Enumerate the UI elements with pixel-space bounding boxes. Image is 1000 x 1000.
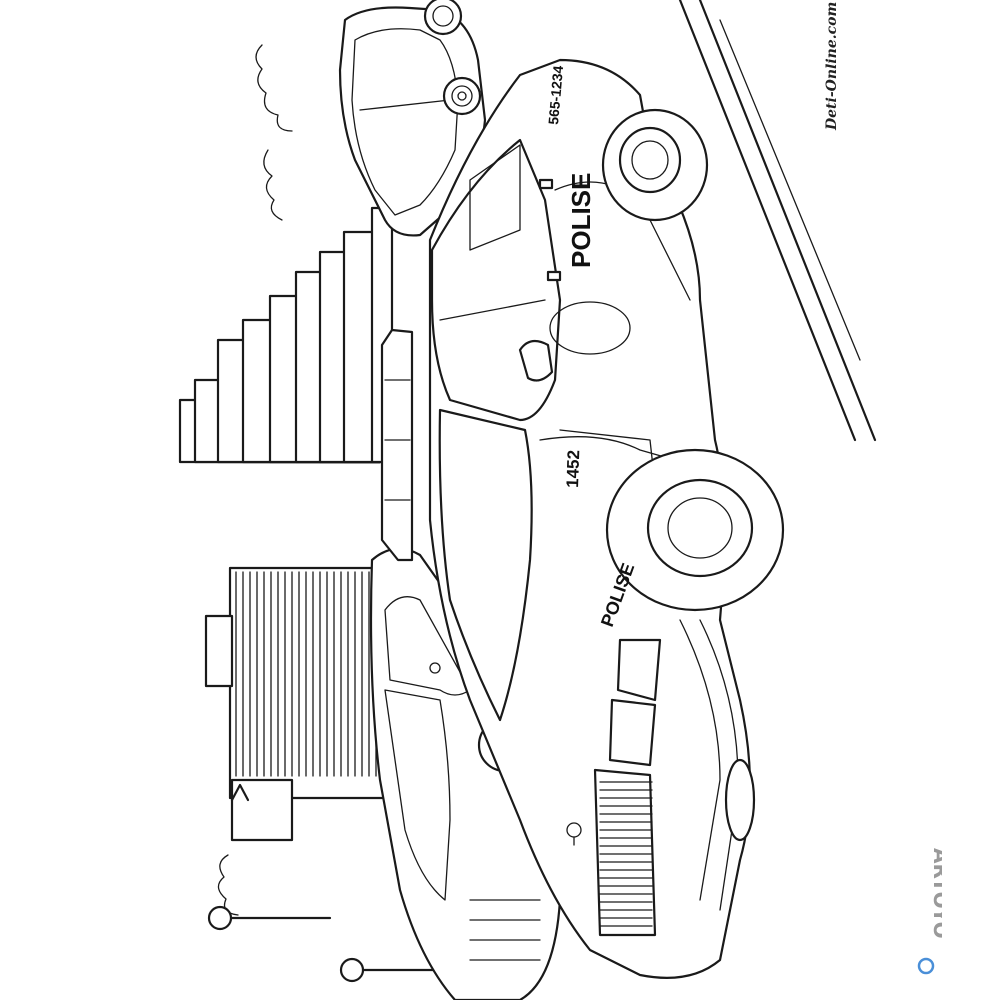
door-lettering: POLISE [566, 173, 596, 268]
background-car-top [338, 0, 487, 237]
cloud-top [255, 44, 293, 221]
road-lines [678, 0, 877, 442]
artoyo-watermark: ARTOYO [917, 848, 942, 975]
stepped-skyscraper [178, 206, 394, 464]
police-car [380, 58, 785, 979]
site-signature: Deti-Online.com [824, 2, 840, 131]
watermark-text: ARTOYO [929, 848, 942, 939]
unit-number: 1452 [563, 450, 583, 488]
ribbed-office-building [204, 566, 392, 842]
roof-phone-number: 565-1234 [545, 65, 566, 126]
light-bar [380, 328, 414, 562]
front-wheel [605, 448, 785, 612]
rear-wheel [601, 108, 709, 222]
grille-bottom-car [469, 899, 541, 961]
street-lamp-left [207, 905, 332, 931]
police-car-grille [593, 768, 657, 937]
